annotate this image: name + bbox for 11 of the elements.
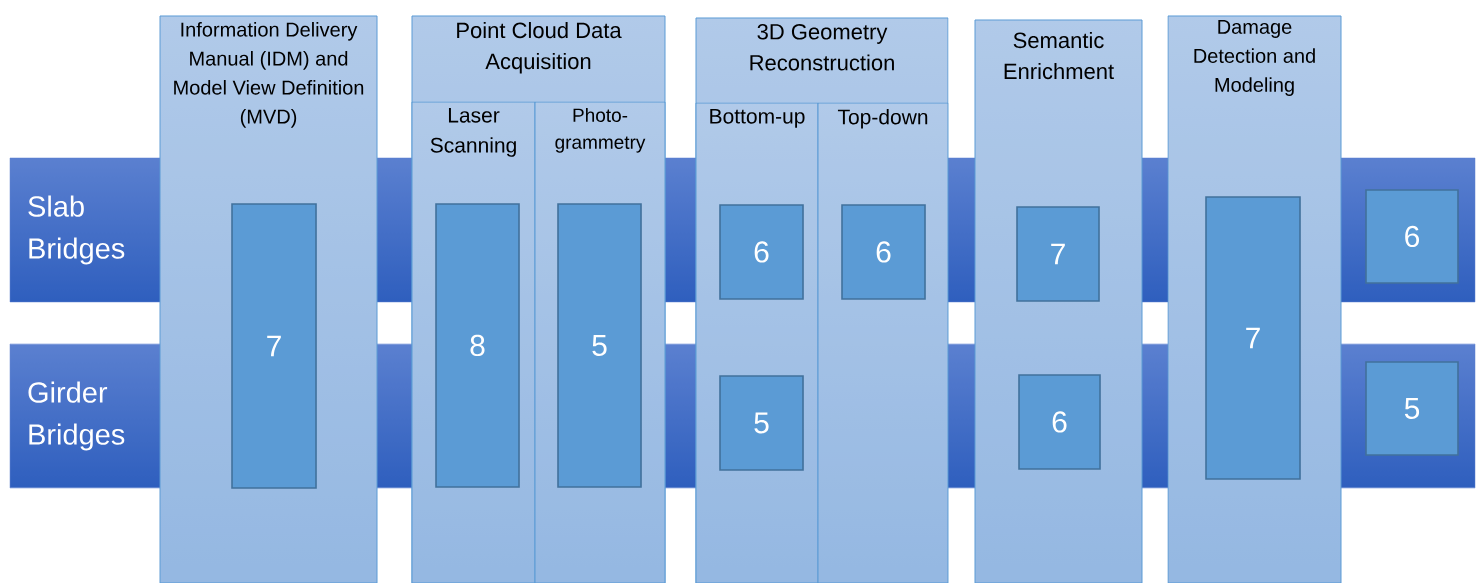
count-box: 5 [557, 203, 642, 488]
count-box: 6 [841, 204, 926, 300]
count-box: 7 [231, 203, 317, 489]
count-box: 5 [719, 375, 804, 471]
count-box: 7 [1205, 196, 1301, 480]
count-box: 5 [1365, 361, 1459, 456]
count-box: 8 [435, 203, 520, 488]
count-box: 7 [1016, 206, 1100, 302]
count-box: 6 [1365, 189, 1459, 284]
count-box: 6 [719, 204, 804, 300]
count-box: 6 [1018, 374, 1101, 470]
